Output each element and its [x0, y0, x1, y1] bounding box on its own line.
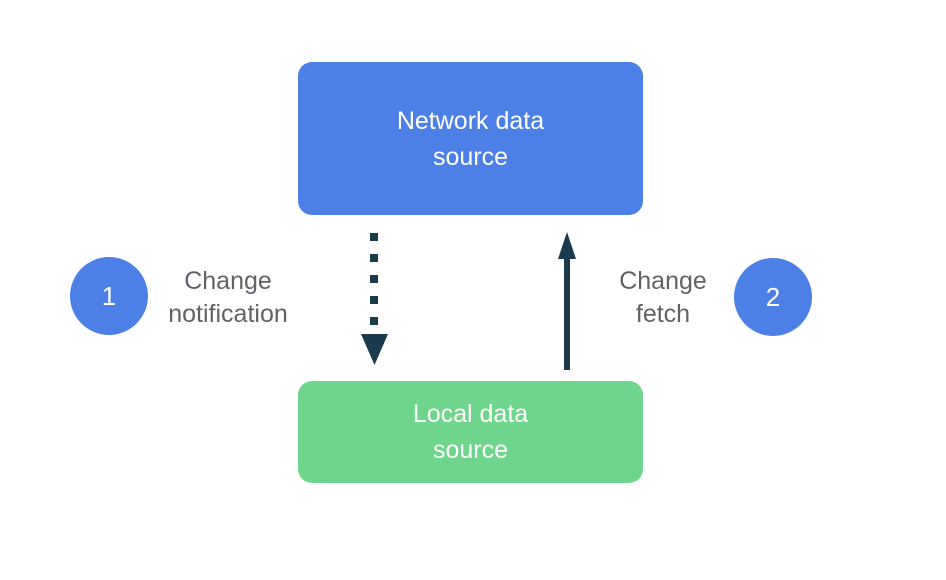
node-label-line: Network data [396, 106, 545, 135]
node-label-line: source [432, 142, 509, 171]
node-label-line: Local data [412, 400, 529, 428]
arrow-label-line: fetch [635, 300, 691, 328]
change-fetch-arrow [558, 232, 576, 370]
node-network-data-source: Network data source [298, 62, 643, 215]
step-number: 1 [101, 280, 117, 311]
network-data-source-label: Network data source [397, 103, 544, 175]
change-notification-arrow [361, 233, 388, 365]
up-arrowhead-icon [558, 232, 576, 259]
step-badge-1: 1 [70, 257, 148, 335]
arrow-label-change-notification: Change notification [118, 265, 338, 331]
step-badge-2: 2 [734, 258, 812, 336]
step-number: 2 [765, 281, 781, 312]
node-label-line: source [432, 436, 509, 464]
arrow-label-change-fetch: Change fetch [583, 265, 743, 331]
node-local-data-source: Local data source [298, 381, 643, 483]
local-data-source-label: Local data source [413, 396, 528, 468]
arrow-label-line: notification [168, 300, 288, 328]
arrow-label-line: Change [619, 267, 707, 295]
arrow-label-line: Change [184, 267, 272, 295]
down-arrowhead-icon [361, 334, 388, 365]
